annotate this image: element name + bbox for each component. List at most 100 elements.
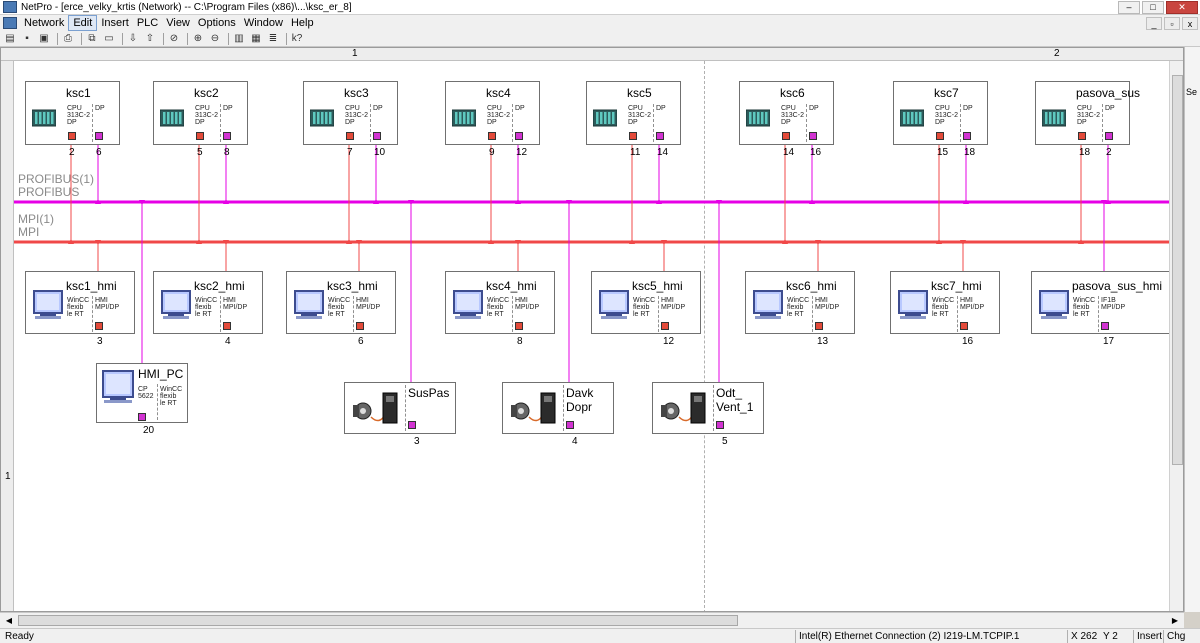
plc-mpi-port[interactable]: [1078, 132, 1086, 140]
properties-icon[interactable]: ▦: [251, 32, 261, 44]
zoom-out-icon[interactable]: ⊖: [210, 32, 220, 44]
hmi-mpi-port[interactable]: [515, 322, 523, 330]
document-icon[interactable]: [3, 17, 17, 29]
hmi-mpi-port[interactable]: [1101, 322, 1109, 330]
plc-dp-port[interactable]: [656, 132, 664, 140]
plc-dp-port[interactable]: [963, 132, 971, 140]
plc-mpi-address: 15: [937, 147, 949, 158]
menu-plc[interactable]: PLC: [136, 17, 159, 29]
plc-dp-port[interactable]: [1105, 132, 1113, 140]
hmi-mpi-port[interactable]: [223, 322, 231, 330]
network-wiring: [14, 145, 1169, 382]
drive-dp-port[interactable]: [566, 421, 574, 429]
catalog-icon[interactable]: ▥: [234, 32, 244, 44]
zoom-in-icon[interactable]: ⊕: [193, 32, 203, 44]
print-icon[interactable]: ⎙: [64, 32, 72, 44]
scroll-right-icon[interactable]: ▶: [1171, 616, 1179, 625]
plc-dp-port[interactable]: [809, 132, 817, 140]
copy-icon[interactable]: ⧉: [88, 32, 96, 44]
close-button[interactable]: ✕: [1166, 0, 1198, 14]
mdi-restore-button[interactable]: ▫: [1164, 16, 1180, 30]
vertical-scrollbar[interactable]: [1169, 61, 1183, 611]
hmi-pc-dp-port[interactable]: [138, 413, 146, 421]
menu-network[interactable]: Network: [24, 17, 65, 29]
status-chg: Chg: [1163, 630, 1185, 643]
menu-insert[interactable]: Insert: [101, 17, 129, 29]
plc-dp-port[interactable]: [515, 132, 523, 140]
plc-mpi-port[interactable]: [346, 132, 354, 140]
plc-mpi-port[interactable]: [629, 132, 637, 140]
horizontal-scrollbar[interactable]: ◀ ▶: [0, 612, 1184, 628]
mpi-tap-marker: [223, 240, 229, 245]
drive-dp-port[interactable]: [408, 421, 416, 429]
menu-edit[interactable]: Edit: [68, 15, 98, 31]
diagnostics-icon[interactable]: ⊘: [169, 32, 179, 44]
mdi-minimize-button[interactable]: _: [1146, 16, 1162, 30]
menu-window[interactable]: Window: [243, 17, 283, 29]
menu-view[interactable]: View: [166, 17, 190, 29]
drive-dp-port[interactable]: [716, 421, 724, 429]
open-icon[interactable]: ▤: [5, 32, 15, 44]
hmi-monitor-icon: [1039, 290, 1069, 319]
ruler-row-1: 1: [5, 471, 11, 482]
scroll-left-icon[interactable]: ◀: [5, 616, 13, 625]
drive-slot-divider: [563, 385, 564, 431]
plc-mpi-port[interactable]: [936, 132, 944, 140]
maximize-button[interactable]: □: [1142, 0, 1164, 14]
hmi-name-label: ksc4_hmi: [486, 279, 537, 293]
hmi-mpi-port[interactable]: [95, 322, 103, 330]
vertical-scroll-thumb[interactable]: [1172, 75, 1183, 465]
download-icon[interactable]: ⇩: [128, 32, 138, 44]
hmi-mpi-port[interactable]: [661, 322, 669, 330]
help-icon[interactable]: k?: [291, 32, 303, 44]
plc-dp-port[interactable]: [95, 132, 103, 140]
hmi-address: 8: [517, 336, 523, 347]
network-canvas[interactable]: 1 2 1 PROFIBUS(1) PROFIBUS MPI(1) MPI ks…: [0, 47, 1184, 612]
plc-mpi-port[interactable]: [196, 132, 204, 140]
mdi-close-button[interactable]: x: [1182, 16, 1198, 30]
plc-dp-port[interactable]: [223, 132, 231, 140]
hmi-mpi-port[interactable]: [815, 322, 823, 330]
hmi-mpi-port[interactable]: [356, 322, 364, 330]
list-icon[interactable]: ≣: [268, 32, 278, 44]
menu-help[interactable]: Help: [290, 17, 314, 29]
paste-icon[interactable]: ▭: [104, 32, 114, 44]
upload-icon[interactable]: ⇧: [145, 32, 155, 44]
save-icon[interactable]: ▪: [25, 32, 29, 44]
plc-mpi-port[interactable]: [68, 132, 76, 140]
drive-motor-icon: [511, 392, 556, 424]
drive-station-2[interactable]: Odt_Vent_1: [652, 382, 764, 434]
hmi-mpi-port[interactable]: [960, 322, 968, 330]
plc-mpi-port[interactable]: [488, 132, 496, 140]
mpi-tap-marker: [68, 239, 74, 244]
plc-dp-port[interactable]: [373, 132, 381, 140]
save-compile-icon[interactable]: ▣: [39, 32, 49, 44]
menu-options[interactable]: Options: [197, 17, 236, 29]
minimize-button[interactable]: –: [1118, 0, 1140, 14]
plc-name-label: ksc5: [627, 86, 652, 100]
horizontal-scroll-thumb[interactable]: [18, 615, 738, 626]
plc-mpi-port[interactable]: [782, 132, 790, 140]
drive-station-0[interactable]: SusPas: [344, 382, 456, 434]
